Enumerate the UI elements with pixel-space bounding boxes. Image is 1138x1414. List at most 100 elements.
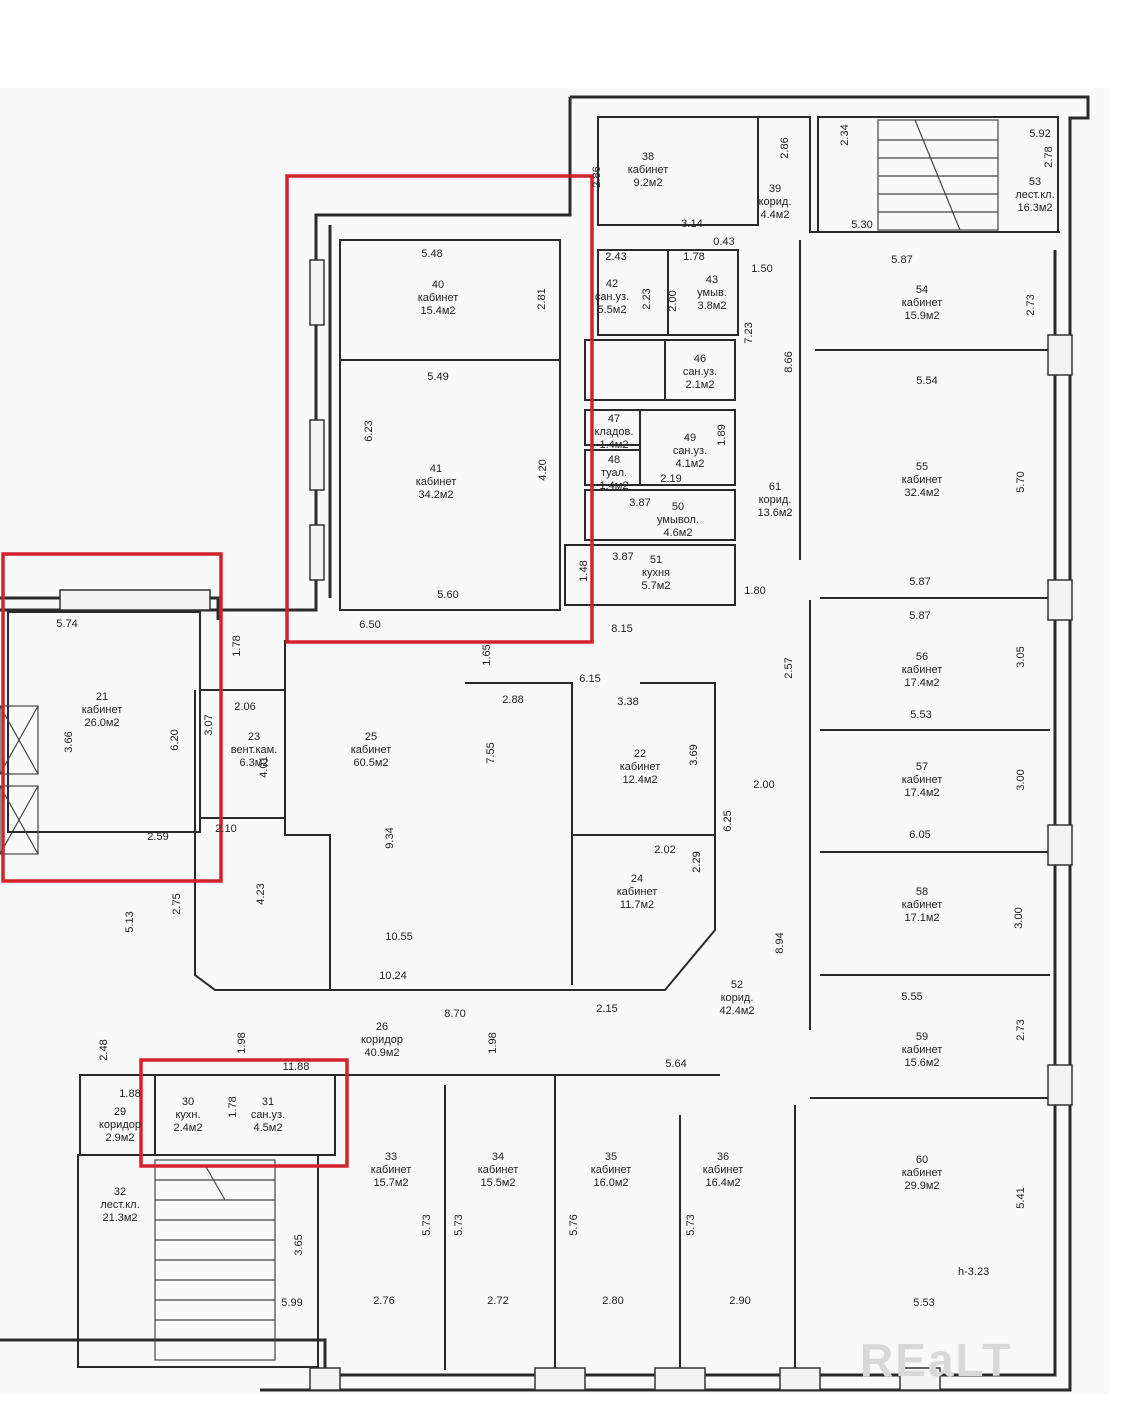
dimension-label: 3.87 [629,497,650,509]
room-55-area: 32.4м2 [904,487,939,499]
room-59-number: 59 [916,1031,928,1043]
room-47-name: кладов. [595,426,634,438]
dimension-label: 11.88 [283,1061,310,1073]
room-46-name: сан.уз. [683,366,717,378]
room-53-number: 53 [1029,176,1041,188]
dimension-label: 5.73 [421,1214,433,1235]
room-43-number: 43 [706,274,718,286]
dimension-label: 2.81 [536,288,548,309]
dimension-label: 2.06 [234,701,255,713]
room-34-area: 15.5м2 [480,1177,515,1189]
dimension-label: 5.74 [56,618,77,630]
dimension-label: 1.80 [744,585,765,597]
room-61-number: 61 [769,481,781,493]
room-31-number: 31 [262,1096,274,1108]
room-32-walls [77,1154,319,1368]
room-61-name: корид. [759,494,792,506]
dimension-label: 3.00 [1015,769,1027,790]
dimension-label: 5.99 [281,1297,302,1309]
dimension-label: 5.54 [916,375,937,387]
room-50-walls [584,489,736,541]
room-25-walls [284,640,716,991]
dimension-label: 4.20 [537,459,549,480]
ceiling-height-label: h-3.23 [958,1266,989,1278]
dimension-label: 5.53 [913,1297,934,1309]
dimension-label: 2.90 [729,1295,750,1307]
room-54-area: 15.9м2 [904,310,939,322]
highlight-rooms-40-41 [285,174,594,644]
dimension-label: 2.86 [779,137,791,158]
room-59-area: 15.6м2 [904,1057,939,1069]
room-35-area: 16.0м2 [593,1177,628,1189]
dimension-label: 2.76 [373,1295,394,1307]
room-58-name: кабинет [902,899,942,911]
corridor-26-wall [194,690,330,991]
room-40-name: кабинет [418,292,458,304]
interior-walls [7,116,1060,1370]
dimension-label: 2.73 [1015,1019,1027,1040]
room-48-number: 48 [608,454,620,466]
room-40-number: 40 [432,279,444,291]
room-24-name: кабинет [617,886,657,898]
room-41-area: 34.2м2 [418,489,453,501]
dimension-label: 6.23 [363,420,375,441]
room-30-name: кухн. [175,1109,200,1121]
room-60-area: 29.9м2 [904,1180,939,1192]
room-39-number: 39 [769,183,781,195]
room-47-number: 47 [608,413,620,425]
dimension-label: 2.59 [147,831,168,843]
room-42-area: 5.5м2 [598,304,627,316]
room-33-number: 33 [385,1151,397,1163]
room-41-number: 41 [430,463,442,475]
dimension-label: 1.98 [487,1032,499,1053]
room-22-number: 22 [634,748,646,760]
dimension-label: 2.57 [783,657,795,678]
room-58-number: 58 [916,886,928,898]
room-43-name: умыв. [697,287,727,299]
dimension-label: 2.23 [641,288,653,309]
room-35-number: 35 [605,1151,617,1163]
room-56-name: кабинет [902,664,942,676]
room-43-area: 3.8м2 [698,300,727,312]
dimension-label: 8.66 [783,351,795,372]
room-23-name: вент.кам. [231,744,278,756]
dimension-label: 4.23 [255,883,267,904]
dimension-label: 2.02 [654,844,675,856]
room-50-area: 4.6м2 [664,527,693,539]
room-21-name: кабинет [82,704,122,716]
dimension-label: 1.48 [578,560,590,581]
dimension-label: 6.05 [909,829,930,841]
watermark-logo: REaLT [860,1334,1012,1386]
room-31-name: сан.уз. [251,1109,285,1121]
dimension-label: 3.05 [1015,646,1027,667]
dimension-label: 3.65 [293,1234,305,1255]
room-38-area: 9.2м2 [634,177,663,189]
highlight-room-21 [1,552,223,883]
room-52-number: 52 [731,979,743,991]
room-23-number: 23 [248,731,260,743]
dimension-label: 5.70 [1015,471,1027,492]
dimension-label: 5.55 [901,991,922,1003]
dimension-label: 1.98 [236,1032,248,1053]
dimension-label: 8.15 [611,623,632,635]
room-22-area: 12.4м2 [622,774,657,786]
room-42-name: сан.уз. [595,291,629,303]
dimension-label: 1.78 [227,1096,239,1117]
dimension-label: 5.41 [1015,1187,1027,1208]
stairs [154,119,999,1361]
dimension-label: 2.34 [839,124,851,145]
room-49-number: 49 [684,432,696,444]
room-32-number: 32 [114,1186,126,1198]
dimension-label: 2.72 [487,1295,508,1307]
room-39-area: 4.4м2 [761,209,790,221]
room-60-name: кабинет [902,1167,942,1179]
room-59-name: кабинет [902,1044,942,1056]
dimension-label: 5.60 [437,589,458,601]
dimension-label: 6.15 [579,673,600,685]
dimension-label: 1.78 [231,635,243,656]
room-34-number: 34 [492,1151,504,1163]
dimension-label: 2.80 [602,1295,623,1307]
room-55-number: 55 [916,461,928,473]
room-47-area: 1.4м2 [600,439,629,451]
